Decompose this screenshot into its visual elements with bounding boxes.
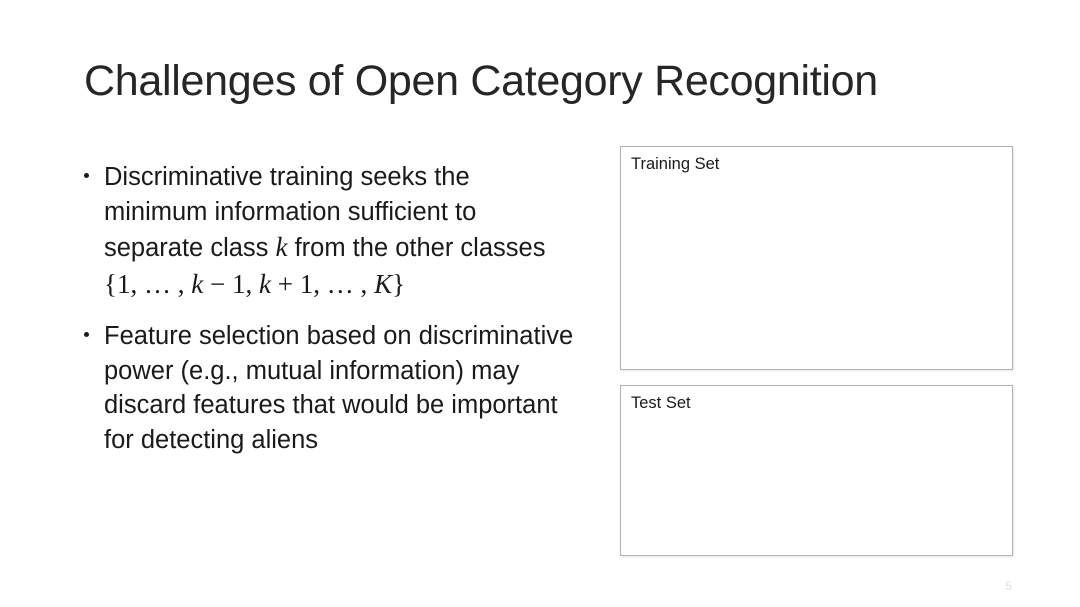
panel-label-training-set: Training Set <box>631 155 720 173</box>
bullet-text-2: Feature selection based on discriminativ… <box>104 321 574 454</box>
page-title: Challenges of Open Category Recognition <box>84 57 878 105</box>
bullet-dot-icon <box>84 332 89 338</box>
panel-training-set: Training Set 1 2 3 <box>620 146 1013 370</box>
panel-label-test-set: Test Set <box>631 394 691 412</box>
bullet-dot-icon <box>84 173 89 179</box>
bullet-list: Discriminative training seeks the minimu… <box>80 160 580 458</box>
bullet-item-2: Feature selection based on discriminativ… <box>80 319 580 458</box>
bullet-text-1: Discriminative training seeks the minimu… <box>104 163 546 300</box>
page-number: 5 <box>1005 579 1012 593</box>
bullet-item-1: Discriminative training seeks the minimu… <box>80 160 580 303</box>
panel-test-set: Test Set 4 1 2 <box>620 385 1013 556</box>
